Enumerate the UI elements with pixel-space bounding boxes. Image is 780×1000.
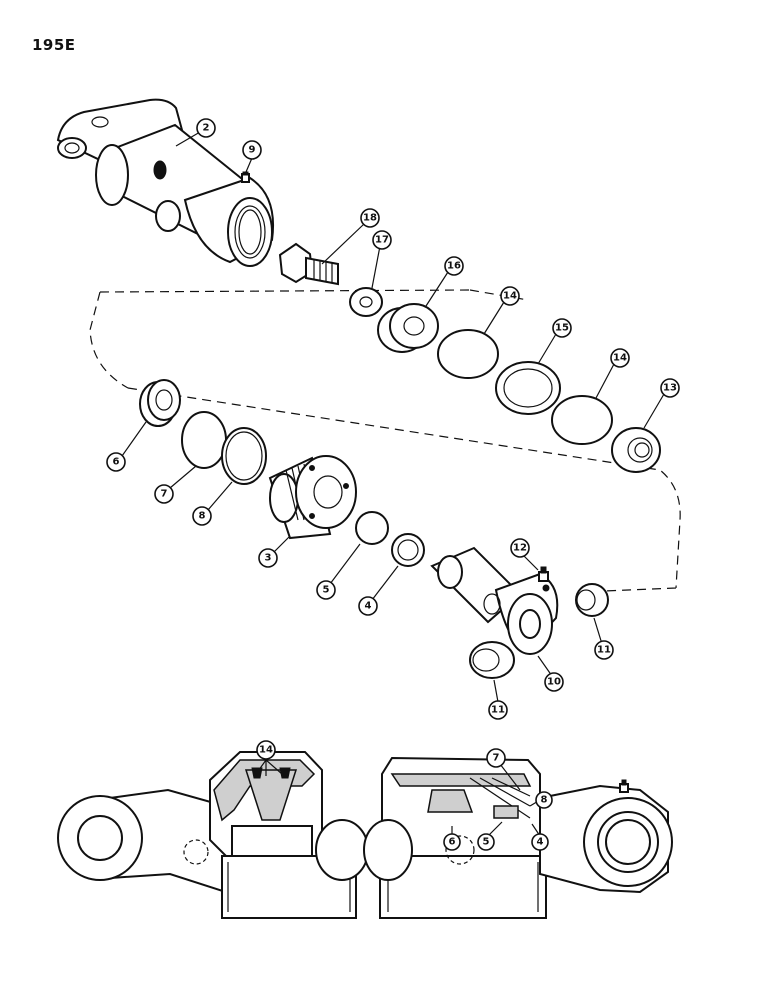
grease-fitting-12-part xyxy=(538,566,549,582)
back-up-ring-8-part xyxy=(221,427,267,485)
bushing-11-right-part xyxy=(575,583,609,617)
leader-lines xyxy=(121,131,665,703)
svg-text:7: 7 xyxy=(161,489,168,500)
svg-text:15: 15 xyxy=(555,323,569,334)
callout-16: 16 xyxy=(444,256,464,276)
svg-text:8: 8 xyxy=(541,795,548,806)
callout-14-upper: 14 xyxy=(500,286,520,306)
wiper-seal-part xyxy=(391,533,425,567)
svg-text:2: 2 xyxy=(203,123,210,134)
svg-text:17: 17 xyxy=(375,235,389,246)
section-callout-5: 5 xyxy=(477,833,495,851)
piston-part xyxy=(377,303,439,353)
wear-ring-part xyxy=(495,361,561,415)
callout-4: 4 xyxy=(358,596,378,616)
callout-17: 17 xyxy=(372,230,392,250)
cylinder-tube-part xyxy=(56,98,274,267)
svg-text:3: 3 xyxy=(265,553,272,564)
callout-5: 5 xyxy=(316,580,336,600)
svg-text:11: 11 xyxy=(597,645,611,656)
section-callout-6: 6 xyxy=(443,833,461,851)
callout-7: 7 xyxy=(154,484,174,504)
svg-text:13: 13 xyxy=(663,383,677,394)
page-code: 195E xyxy=(32,36,76,54)
callout-11-right: 11 xyxy=(594,640,614,660)
rod-seal-part xyxy=(355,511,389,545)
section-callout-7: 7 xyxy=(486,748,506,768)
callout-2: 2 xyxy=(196,118,216,138)
svg-text:16: 16 xyxy=(447,261,461,272)
svg-text:5: 5 xyxy=(483,837,490,848)
section-callout-8: 8 xyxy=(535,791,553,809)
callout-18: 18 xyxy=(360,208,380,228)
svg-text:4: 4 xyxy=(537,837,544,848)
piston-rod-part xyxy=(430,546,559,655)
washer-part xyxy=(349,287,383,317)
piston-seal-group-outline xyxy=(89,289,681,593)
o-ring-7-part xyxy=(181,411,227,469)
bolt-part xyxy=(278,242,339,286)
section-callout-14: 14 xyxy=(256,740,276,760)
svg-text:9: 9 xyxy=(249,145,256,156)
svg-text:18: 18 xyxy=(363,213,377,224)
bushing-6-part xyxy=(139,379,181,427)
svg-text:4: 4 xyxy=(365,601,372,612)
callout-9: 9 xyxy=(242,140,262,160)
callout-13: 13 xyxy=(660,378,680,398)
bushing-11-left-part xyxy=(469,641,515,679)
callout-11-left: 11 xyxy=(488,700,508,720)
callout-6: 6 xyxy=(106,452,126,472)
svg-text:14: 14 xyxy=(503,291,517,302)
svg-text:6: 6 xyxy=(449,837,456,848)
assembled-section-view xyxy=(57,751,673,919)
svg-text:12: 12 xyxy=(513,543,527,554)
svg-text:8: 8 xyxy=(199,511,206,522)
svg-text:7: 7 xyxy=(493,753,500,764)
callout-10: 10 xyxy=(544,672,564,692)
svg-text:6: 6 xyxy=(113,457,120,468)
seal-ring-14-upper-part xyxy=(437,329,499,379)
grease-fitting-9-part xyxy=(241,171,250,183)
svg-text:10: 10 xyxy=(547,677,561,688)
callout-8: 8 xyxy=(192,506,212,526)
back-up-ring-part xyxy=(611,427,661,473)
svg-text:11: 11 xyxy=(491,705,505,716)
svg-text:14: 14 xyxy=(613,353,627,364)
cylinder-head-part xyxy=(268,455,357,540)
seal-ring-14-lower-part xyxy=(551,395,613,445)
section-callout-4: 4 xyxy=(531,833,549,851)
callout-15: 15 xyxy=(552,318,572,338)
svg-text:5: 5 xyxy=(323,585,330,596)
callout-3: 3 xyxy=(258,548,278,568)
callout-12: 12 xyxy=(510,538,530,558)
callout-14-lower: 14 xyxy=(610,348,630,368)
svg-text:14: 14 xyxy=(259,745,273,756)
